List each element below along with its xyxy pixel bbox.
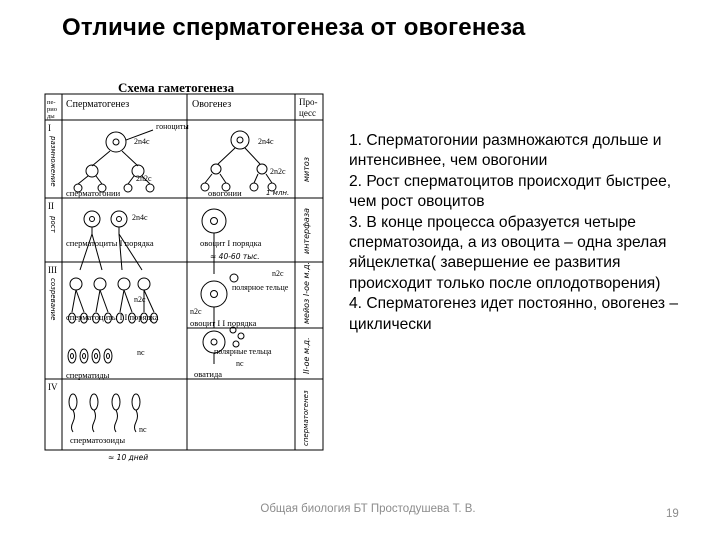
spermatogonia-tree	[73, 129, 155, 193]
spermatogenesis-header: Сперматогенез	[66, 99, 129, 110]
oogonia-label: овогонии	[208, 188, 242, 198]
growth-2n4c-label: 2n4c	[132, 213, 148, 222]
spermatozoa-label: сперматозоиды	[70, 435, 125, 445]
gonocytes-label: гоноциты	[156, 122, 189, 131]
oo-2n2c-label: 2n2c	[270, 167, 286, 176]
svg-text:цесс: цесс	[299, 108, 316, 118]
diagram-grid	[44, 93, 324, 451]
growth-cells	[83, 208, 227, 238]
oo-n2c-label: n2c	[190, 307, 202, 316]
ten-days-label: ≈ 10 дней	[108, 453, 148, 462]
comparison-list: 1. Сперматогонии размножаются дольше и и…	[349, 131, 699, 335]
svg-text:рио: рио	[47, 106, 57, 113]
oo-nc-label: nc	[236, 359, 244, 368]
spermatocytes1-label: сперматоциты I порядка	[66, 238, 154, 248]
spermatids-label: сперматиды	[66, 370, 110, 380]
process-meiosis-1: мейоз I-ое м.д.	[302, 262, 311, 324]
polar-body-label: полярное тельце	[232, 283, 289, 292]
period-3: III	[48, 265, 57, 275]
list-item: 4. Сперматогенез идет постоянно, овогене…	[349, 295, 679, 333]
period-header: пе-	[47, 99, 56, 106]
oocyte1-label: овоцит I порядка	[200, 238, 262, 248]
oo-n2c-top-label: n2c	[272, 269, 284, 278]
page-number: 19	[666, 508, 679, 520]
list-item: 2. Рост сперматоцитов происходит быстрее…	[349, 172, 672, 211]
spermatozoa-nc-label: nc	[139, 425, 147, 434]
process-spermatogenesis: сперматогенез	[302, 390, 310, 446]
maturation-cells	[68, 233, 245, 364]
sperm-2n2c-label: 2n2c	[136, 174, 152, 183]
period-name-maturation: созревание	[49, 278, 57, 320]
oocyte2-label: овоцит I I порядка	[190, 318, 257, 328]
spermatocytes2-label: сперматоциты I I порядка	[66, 312, 159, 322]
period-name-reproduction: размножение	[49, 135, 57, 187]
period-4: IV	[48, 382, 58, 392]
slide-title: Отличие сперматогенеза от овогенеза	[62, 14, 526, 41]
ovatid-label: оватида	[194, 369, 222, 379]
spermatogonia-label: сперматогонии	[66, 188, 121, 198]
sperm-2n4c-label: 2n4c	[134, 137, 150, 146]
oogenesis-header: Овогенез	[192, 99, 231, 110]
list-item: 3. В конце процесса образуется четыре сп…	[349, 213, 667, 292]
spermatozoa-cells	[68, 393, 141, 433]
period-2: II	[48, 201, 54, 211]
diagram-title: Схема гаметогенеза	[118, 80, 235, 95]
oo-2n4c-label: 2n4c	[258, 137, 274, 146]
spermatid-cells	[67, 348, 113, 364]
oogonia-tree	[200, 130, 277, 192]
slide-footer: Общая биология БТ Простодушева Т. В.	[260, 503, 476, 515]
period-name-growth: рост	[49, 215, 57, 234]
process-mitosis: митоз	[302, 157, 311, 182]
gametogenesis-diagram: Схема гаметогенеза пе- рио ды Сперматоге…	[40, 74, 330, 466]
process-header: Про-	[299, 97, 318, 107]
svg-text:ды: ды	[47, 113, 55, 120]
sperm-n2c-label: n2c	[134, 295, 146, 304]
process-meiosis-2: II-ое м.д.	[302, 337, 311, 374]
list-item: 1. Сперматогонии размножаются дольше и и…	[349, 132, 662, 170]
process-interphase: интерфаза	[302, 208, 311, 254]
period-1: I	[48, 123, 51, 133]
one-mln-label: 1 млн.	[266, 189, 289, 197]
polar-bodies-label: полярные тельца	[214, 347, 272, 356]
oocyte-count-label: ≈ 40-60 тыс.	[210, 252, 260, 261]
sperm-nc-label: nc	[137, 348, 145, 357]
